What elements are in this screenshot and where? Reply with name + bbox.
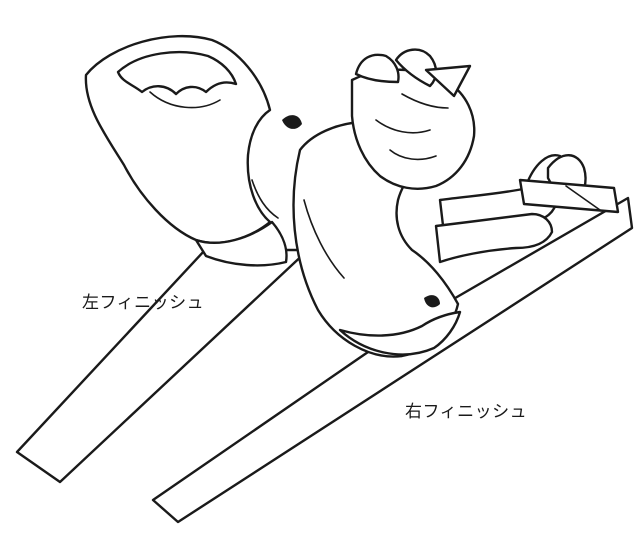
- caption-left-finish: 左フィニッシュ: [82, 293, 205, 313]
- right-mat: [151, 196, 634, 524]
- caption-right-finish: 右フィニッシュ: [405, 402, 528, 422]
- left-figure: [84, 34, 288, 267]
- right-figure: [282, 48, 620, 358]
